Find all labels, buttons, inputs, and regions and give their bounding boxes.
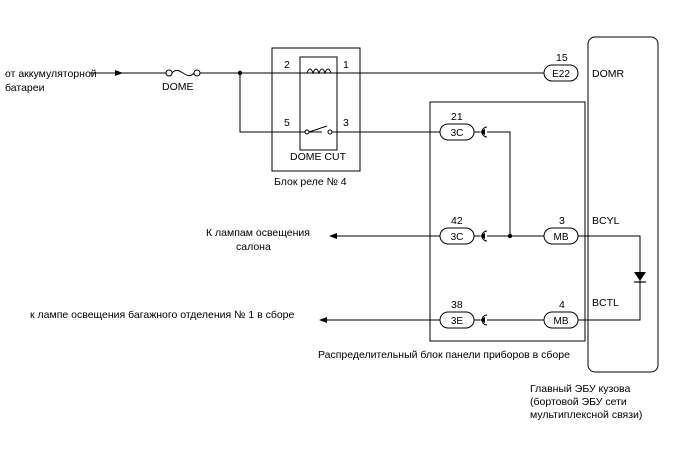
battery-label-line1: от аккумуляторной — [5, 68, 97, 80]
ecu-terminal-bcyl: BCYL — [592, 215, 620, 227]
fuse-label: DOME — [162, 81, 194, 93]
connector-3e-38-code: 3E — [451, 316, 464, 327]
battery-label-line2: батареи — [5, 82, 45, 94]
connector-3e-38-pin: 38 — [451, 299, 463, 311]
wire-branch-relay-5 — [239, 73, 322, 133]
female-terminal-3c42-dot — [480, 233, 485, 239]
connector-3c-42-code: 3C — [451, 232, 464, 243]
relay-switch-icon — [304, 125, 333, 135]
interior-lamps-line1: К лампам освещения — [206, 227, 310, 239]
connector-mb-4-code: MB — [554, 316, 569, 327]
connector-e22-code: E22 — [552, 69, 570, 80]
relay-name: DOME CUT — [290, 151, 347, 163]
connector-mb-4-pin: 4 — [559, 299, 565, 311]
ecu-label-line2: (бортовой ЭБУ сети — [530, 396, 627, 408]
junction-block-box — [429, 101, 586, 342]
relay-pin-3: 3 — [343, 117, 349, 129]
connector-3c-21-pin: 21 — [451, 111, 463, 123]
connector-3c-21-code: 3C — [451, 128, 464, 139]
junction-block-label: Распределительный блок панели приборов в… — [318, 349, 570, 361]
diode-icon — [634, 272, 646, 283]
connector-e22 — [543, 64, 579, 82]
relay-block-label: Блок реле № 4 — [274, 176, 347, 188]
relay-pin-5: 5 — [284, 117, 290, 129]
relay-pin-2: 2 — [284, 59, 290, 71]
connector-mb-3-code: MB — [554, 232, 569, 243]
relay-block-box — [271, 47, 361, 172]
luggage-lamp-label: к лампе освещения багажного отделения № … — [30, 309, 295, 321]
relay-coil-icon — [306, 68, 332, 75]
fuse-dome — [165, 69, 201, 77]
interior-lamps-line2: салона — [236, 241, 271, 253]
ecu-label-line3: мультиплексной связи) — [530, 409, 642, 421]
ecu-terminal-bctl: BCTL — [592, 297, 619, 309]
connector-mb-3-pin: 3 — [559, 215, 565, 227]
wire-3c21-to-42 — [487, 131, 511, 236]
connector-3c-42-pin: 42 — [451, 215, 463, 227]
connector-e22-pin: 15 — [556, 52, 568, 64]
relay-pin-1: 1 — [343, 59, 349, 71]
female-terminal-3e38-dot — [480, 317, 485, 323]
ecu-box — [587, 36, 659, 373]
ecu-label-line1: Главный ЭБУ кузова — [530, 383, 631, 395]
relay-inner-box — [299, 56, 338, 151]
female-terminal-3c21-dot — [480, 129, 485, 135]
ecu-terminal-domr: DOMR — [592, 68, 624, 80]
